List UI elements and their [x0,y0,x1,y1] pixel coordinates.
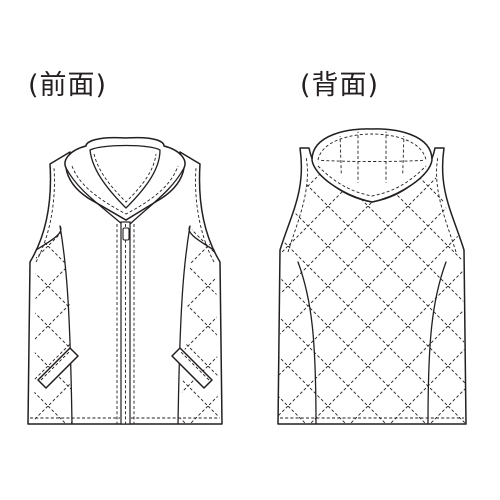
back-right-armhole-stitch [436,155,457,253]
back-view-label: (背面) [300,70,380,101]
front-hood-inner-stitch [93,153,157,203]
front-view-label: (前面) [28,70,108,101]
front-left-seam [35,225,73,425]
back-hood [311,128,433,203]
front-collar-stitch [71,165,179,215]
back-left-seam [297,261,317,425]
front-left-collar-band [65,167,123,225]
back-hood-bottom-stitch [317,165,427,197]
front-left-pocket-stitch [40,350,71,381]
zipper-pull-icon [122,227,130,241]
front-left-pocket [37,347,79,389]
back-left-armhole-stitch [287,155,308,253]
front-right-seam [177,225,215,425]
front-right-collar-band [129,167,185,225]
front-right-pocket [171,347,213,389]
back-hood-top-stitch [317,133,427,161]
front-vest [27,136,223,425]
back-vest [277,128,467,425]
back-right-seam [427,261,447,425]
front-hood-opening [89,144,161,209]
front-right-pocket-stitch [179,350,210,381]
